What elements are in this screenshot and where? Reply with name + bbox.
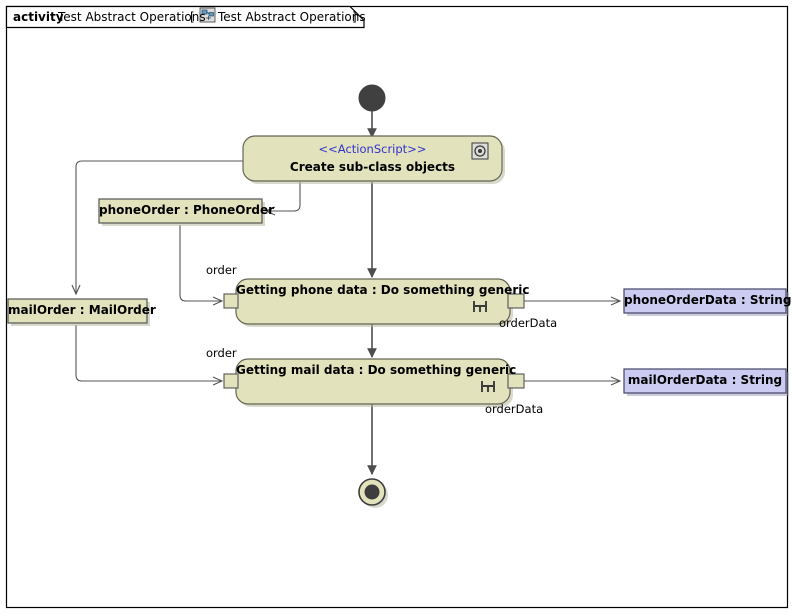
edge-create-to-mailorder (71, 160, 243, 296)
create-subclass-objects-action[interactable] (242, 135, 505, 184)
phone-action-title: Getting phone data : Do something generi… (236, 283, 530, 297)
phone-action-input-pin-label: order (206, 263, 237, 277)
edge-create-to-phoneorder (264, 182, 301, 216)
edge-phoneorder-to-phone-pin (179, 225, 224, 306)
activity-final-node[interactable] (358, 478, 388, 508)
create-action-stereotype: <<ActionScript>> (318, 142, 427, 156)
create-action-title: Create sub-class objects (289, 160, 456, 174)
frame-bracket-close: ] (352, 10, 357, 24)
getting-phone-data-action[interactable] (223, 278, 525, 327)
frame-keyword: activity (13, 10, 64, 24)
mail-action-title: Getting mail data : Do something generic (236, 363, 517, 377)
edge-mailorder-to-mail-pin (75, 325, 224, 386)
phoneorder-object-label: phoneOrder : PhoneOrder (99, 203, 275, 217)
mailorderdata-object-label: mailOrderData : String (627, 373, 783, 387)
phoneorder-object-node[interactable] (98, 198, 265, 226)
frame-bracket-open: [ (190, 10, 195, 24)
mail-action-input-pin-label: order (206, 346, 237, 360)
frame-activity-name: Test Abstract Operations (58, 10, 206, 24)
phoneorderdata-object-node[interactable] (623, 288, 789, 316)
frame-diagram-name: Test Abstract Operations (218, 10, 366, 24)
activity-diagram-icon (199, 7, 216, 23)
getting-mail-data-action[interactable] (223, 358, 525, 407)
rake-icon (473, 301, 487, 312)
phone-action-output-pin-label: orderData (499, 316, 558, 330)
initial-node[interactable] (358, 84, 386, 112)
rake-icon (481, 381, 495, 392)
action-script-icon (471, 142, 489, 160)
mailorder-object-label: mailOrder : MailOrder (8, 303, 156, 317)
mail-action-output-pin-label: orderData (485, 402, 544, 416)
phoneorderdata-object-label: phoneOrderData : String (624, 293, 792, 307)
mailorderdata-object-node[interactable] (623, 368, 789, 396)
mailorder-object-node[interactable] (7, 298, 150, 326)
